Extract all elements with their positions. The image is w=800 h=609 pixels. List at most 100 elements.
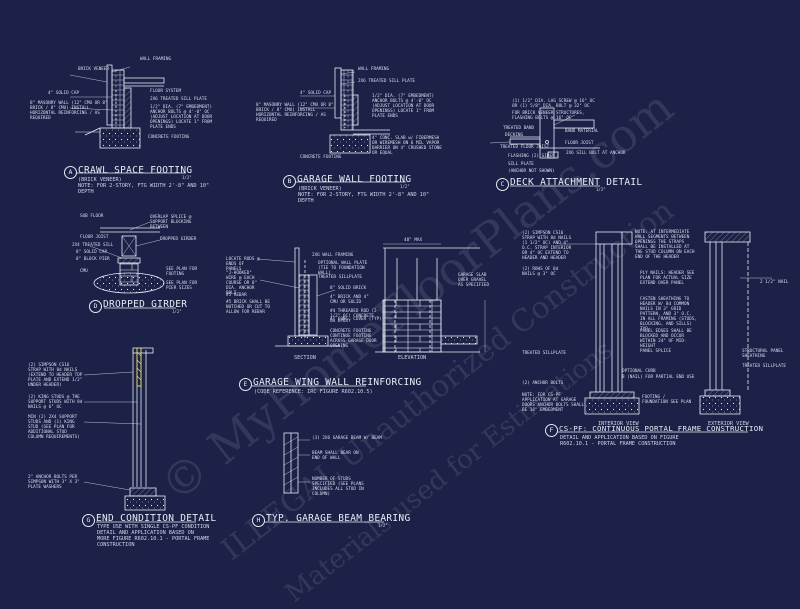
detail-a-title: CRAWL SPACE FOOTING bbox=[78, 165, 193, 176]
detail-d-note: 2X4 TREATED SILL bbox=[72, 243, 114, 248]
detail-c-scale: 1/2" bbox=[596, 187, 606, 192]
detail-c-note: (ANCHOR NOT SHOWN) bbox=[508, 169, 555, 174]
detail-b-scale: 1/2" bbox=[400, 184, 410, 189]
detail-d-note: OVERLAP SPLICE @ SUPPORT BLOCKING BETWEE… bbox=[150, 215, 192, 230]
detail-e-note: CONCRETE FOOTING CONTINUE FOOTING ACROSS… bbox=[330, 329, 377, 349]
detail-e-subtitle: (CODE REFERENCE: IRC FIGURE R602.10.5) bbox=[254, 389, 373, 395]
detail-c-note: FOR BRICK VENEER STRUCTURES, FLASHING BO… bbox=[512, 111, 585, 121]
detail-e-note: "J-HOOKED" WIRE @ EACH COURSE OR 8" DIA.… bbox=[226, 271, 258, 296]
detail-a-note: CONCRETE FOOTING bbox=[148, 135, 190, 140]
detail-a-subtitle: DEPTH bbox=[78, 189, 94, 195]
detail-f-note: (2) ROWS OF 8d NAILS @ 3" OC bbox=[522, 267, 559, 277]
detail-f-note: 8 (NAIL) FOR PARTIAL END USE bbox=[622, 375, 695, 380]
detail-c-note: TREATED BAND bbox=[503, 126, 535, 131]
detail-e-section bbox=[275, 247, 340, 347]
detail-e-note: GARAGE SLAB OVER GRAVEL AS SPECIFIED bbox=[458, 273, 490, 288]
detail-f-interior-label: INTERIOR VIEW bbox=[598, 421, 639, 427]
detail-b-note: 4" CONC. SLAB w/ FIBERMESH OR WIREMESH O… bbox=[372, 136, 442, 156]
detail-b-title: GARAGE WALL FOOTING bbox=[297, 174, 412, 185]
detail-b-note: 1/2" DIA. (7" EMBEDMENT) ANCHOR BOLTS @ … bbox=[372, 94, 435, 119]
detail-c-note: (1) 1/2" DIA. LAG SCREW @ 16" OC OR (1) … bbox=[512, 99, 595, 109]
detail-d-note: CMU bbox=[80, 269, 88, 274]
detail-b-subtitle: DEPTH bbox=[298, 198, 314, 204]
detail-d-note: FLOOR JOIST bbox=[80, 235, 109, 240]
detail-f-note: NOTE: AT INTERMEDIATE WALL SEGMENTS BETW… bbox=[635, 230, 695, 260]
detail-d-note: SUB FLOOR bbox=[80, 214, 104, 219]
detail-e-note: #5 BRICK SHALL BE NOTCHED OR CUT TO ALLO… bbox=[226, 300, 270, 315]
detail-f-note: TREATED SILLPLATE bbox=[522, 351, 566, 356]
detail-e-title: GARAGE WING WALL REINFORCING bbox=[253, 377, 422, 388]
detail-b-subtitle: (BRICK VENEER) bbox=[298, 186, 342, 192]
detail-d-drawing bbox=[93, 227, 165, 294]
detail-h-drawing bbox=[283, 432, 310, 494]
detail-b-note: 8" MASONRY WALL (12" CMU OR 8" BRICK / 8… bbox=[256, 103, 334, 123]
detail-g-note: (2) SIMPSON CS16 STRAP WITH 8d NAILS (EX… bbox=[28, 363, 83, 388]
detail-c-tag: C bbox=[496, 178, 509, 191]
detail-e-note: 4" BRICK AND 4" CMU OR SOLID bbox=[330, 295, 369, 305]
detail-e-note: 2X6 WALL FRAMING bbox=[312, 253, 354, 258]
detail-e-note: 4" CONC. COVER (TYP) bbox=[330, 317, 382, 322]
detail-g-title: END CONDITION DETAIL bbox=[96, 513, 217, 524]
detail-g-tag: G bbox=[82, 514, 95, 527]
detail-e-section-label: SECTION bbox=[294, 355, 316, 361]
detail-c-note: DECKING bbox=[505, 133, 524, 138]
detail-e-elevation-label: ELEVATION bbox=[398, 355, 427, 361]
detail-e-note: TREATED SILLPLATE bbox=[318, 275, 362, 280]
detail-c-drawing bbox=[509, 107, 600, 159]
detail-c-note: TREATED FLOOR JOIST bbox=[500, 145, 550, 150]
detail-b-drawing bbox=[329, 67, 390, 154]
detail-d-scale: 1/2" bbox=[172, 309, 182, 314]
detail-a-scale: 1/2" bbox=[182, 175, 192, 180]
detail-g-note: 2" ANCHOR BOLTS PER SIMPSON WITH 3" X 3"… bbox=[28, 475, 80, 490]
detail-f-note: PLY NAILS: HEADER SEE PLAN FOR ACTUAL SI… bbox=[640, 271, 695, 286]
detail-a-note: 1/2" DIA. (7" EMBEDMENT) ANCHOR BOLTS @ … bbox=[150, 105, 213, 130]
detail-d-note: 8" SOLID CAP bbox=[76, 250, 108, 255]
detail-a-tag: A bbox=[64, 166, 77, 179]
detail-c-note: 2X6 SILL BOLT AT ANCHOR bbox=[566, 151, 626, 156]
detail-d-note: DROPPED GIRDER bbox=[160, 237, 197, 242]
detail-c-note: BAND MATERIAL bbox=[565, 129, 599, 134]
detail-g-note: (2) KING STUDS @ THE SUPPORT STUDS WITH … bbox=[28, 395, 83, 410]
detail-e-note: 8" SOLID BRICK bbox=[330, 286, 367, 291]
detail-a-note: WALL FRAMING bbox=[140, 57, 172, 62]
detail-e-tag: E bbox=[239, 378, 252, 391]
detail-f-note: PANEL EDGES SHALL BE BLOCKED AND OCCUR W… bbox=[640, 329, 692, 349]
detail-f-exterior-label: EXTERIOR VIEW bbox=[708, 421, 749, 427]
detail-e-note: OPTIONAL WALL PLATE (TIE TO FOUNDATION W… bbox=[318, 261, 368, 276]
detail-c-note: SILL PLATE bbox=[508, 162, 534, 167]
detail-f-note: OPTIONAL CURB bbox=[622, 369, 656, 374]
detail-d-note: 8" BLOCK PIER bbox=[76, 257, 110, 262]
detail-b-note: 2X6 TREATED SILL PLATE bbox=[358, 79, 415, 84]
detail-a-drawing bbox=[75, 64, 165, 149]
detail-g-strap-accent bbox=[136, 347, 142, 387]
detail-b-tag: B bbox=[283, 175, 296, 188]
detail-e-note: #4 THREADED ROD (2-1/2" OC) CONCRETE OR … bbox=[330, 309, 380, 324]
detail-h-note: (3) 2X6 GARAGE BEAM W/ BEAM bbox=[312, 436, 382, 441]
detail-e-elevation bbox=[375, 243, 486, 353]
detail-d-tag: D bbox=[89, 300, 102, 313]
detail-a-note: 4" SOLID CAP bbox=[48, 91, 80, 96]
detail-f-note: PANEL SPLICE bbox=[640, 349, 672, 354]
detail-f-note: (2) SIMPSON CS16 STRAP WITH 8d NAILS (1 … bbox=[522, 231, 572, 251]
detail-a-subtitle: NOTE: FOR 2-STORY, FTG WIDTH 2'-8" AND 1… bbox=[78, 183, 210, 189]
detail-f-subtitle: DETAIL AND APPLICATION BASED ON FIGURE bbox=[560, 435, 679, 441]
detail-h-tag: H bbox=[252, 514, 265, 527]
detail-c-title: DECK ATTACHMENT DETAIL bbox=[510, 177, 643, 188]
detail-e-note: LOCATE RODS @ ENDS OF PANELS bbox=[226, 257, 260, 272]
detail-g-subtitle: CONSTRUCTION bbox=[97, 542, 135, 548]
detail-f-note: FOOTING / FOUNDATION SEE PLAN bbox=[642, 395, 692, 405]
detail-f-note: NOTE: FOR CS-PF APPLICATION AT GARAGE DO… bbox=[522, 393, 585, 413]
detail-h-note: NUMBER OF STUDS SPECIFIED (SEE PLANS INC… bbox=[312, 477, 364, 497]
detail-h-note: BEAM SHALL BEAR ON END OF WALL bbox=[312, 451, 359, 461]
detail-e-note: #5 REBAR bbox=[226, 293, 247, 298]
detail-f-note: STRUCTURAL PANEL SHEATHING bbox=[742, 349, 784, 359]
detail-c-note: FLASHING (2) SIDES bbox=[508, 154, 555, 159]
detail-b-note: CONCRETE FOOTING bbox=[300, 155, 342, 160]
detail-f-title: CS-PF: CONTINUOUS PORTAL FRAME CONSTRUCT… bbox=[559, 424, 764, 433]
detail-f-exterior-view bbox=[699, 231, 772, 415]
detail-a-note: 8" MASONRY WALL (12" CMU OR 8" BRICK / 8… bbox=[30, 101, 108, 121]
detail-f-note: TREATED SILLPLATE bbox=[742, 364, 786, 369]
detail-g-subtitle: TYPE USE WITH SINGLE CS-PF CONDITION bbox=[97, 524, 210, 530]
